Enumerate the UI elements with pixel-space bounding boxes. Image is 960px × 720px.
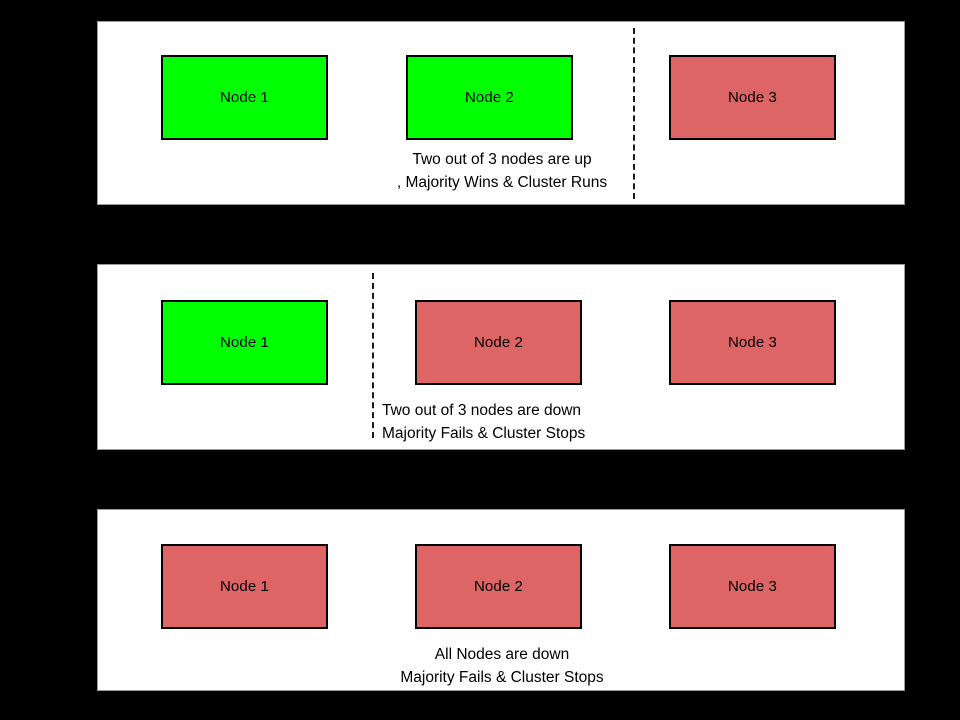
node-label: Node 2 <box>474 578 523 595</box>
node-label: Node 1 <box>220 334 269 351</box>
panel-caption: Two out of 3 nodes are down Majority Fai… <box>382 399 782 445</box>
panel-all-nodes-down: Node 1 Node 2 Node 3 All Nodes are down … <box>97 509 905 691</box>
node-box-2[interactable]: Node 2 <box>415 300 582 385</box>
node-label: Node 2 <box>465 89 514 106</box>
node-label: Node 2 <box>474 334 523 351</box>
node-box-3[interactable]: Node 3 <box>669 544 836 629</box>
node-box-1[interactable]: Node 1 <box>161 544 328 629</box>
node-box-3[interactable]: Node 3 <box>669 55 836 140</box>
panel-caption: All Nodes are down Majority Fails & Clus… <box>276 643 728 689</box>
node-label: Node 3 <box>728 578 777 595</box>
caption-line-1: All Nodes are down <box>434 646 570 663</box>
panel-two-nodes-up: Node 1 Node 2 Node 3 Two out of 3 nodes … <box>97 21 905 205</box>
node-label: Node 1 <box>220 89 269 106</box>
node-box-2[interactable]: Node 2 <box>415 544 582 629</box>
node-box-1[interactable]: Node 1 <box>161 55 328 140</box>
node-box-3[interactable]: Node 3 <box>669 300 836 385</box>
node-label: Node 3 <box>728 89 777 106</box>
caption-line-2: Majority Fails & Cluster Stops <box>382 425 586 442</box>
quorum-divider-line <box>633 28 635 199</box>
caption-line-2: , Majority Wins & Cluster Runs <box>396 174 608 191</box>
node-label: Node 3 <box>728 334 777 351</box>
caption-line-1: Two out of 3 nodes are down <box>382 402 582 419</box>
caption-line-2: Majority Fails & Cluster Stops <box>400 669 604 686</box>
node-label: Node 1 <box>220 578 269 595</box>
quorum-divider-line <box>372 273 374 438</box>
caption-line-1: Two out of 3 nodes are up <box>412 151 592 168</box>
node-box-2[interactable]: Node 2 <box>406 55 573 140</box>
panel-caption: Two out of 3 nodes are up , Majority Win… <box>276 148 728 194</box>
node-box-1[interactable]: Node 1 <box>161 300 328 385</box>
panel-two-nodes-down: Node 1 Node 2 Node 3 Two out of 3 nodes … <box>97 264 905 450</box>
